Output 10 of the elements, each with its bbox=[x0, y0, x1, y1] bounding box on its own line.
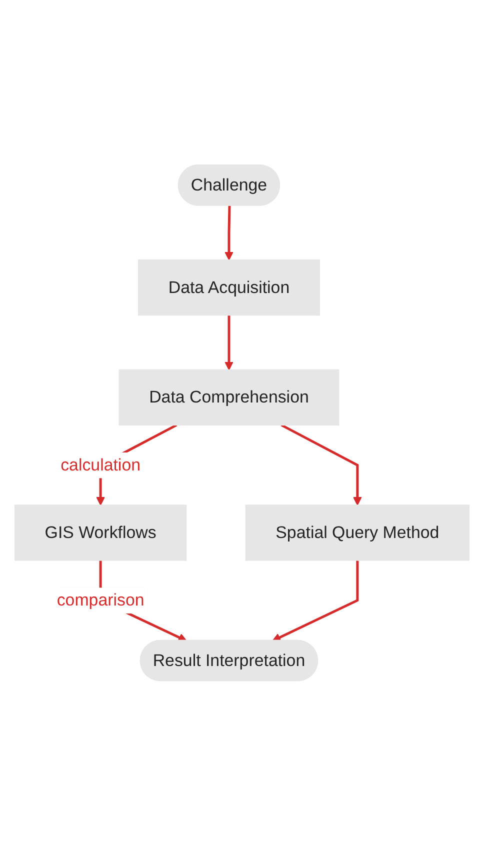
node-box: Data Acquisition bbox=[138, 260, 320, 316]
arrow bbox=[272, 560, 359, 642]
edge-label: comparison bbox=[56, 590, 144, 610]
node-box: GIS Workflows bbox=[14, 504, 187, 561]
edge-label: calculation bbox=[60, 456, 140, 474]
node-box: Spatial Query Method bbox=[245, 504, 470, 561]
arrow bbox=[224, 315, 234, 370]
arrow bbox=[280, 424, 362, 506]
node-box: Data Comprehension bbox=[118, 370, 340, 426]
arrow bbox=[224, 206, 234, 261]
